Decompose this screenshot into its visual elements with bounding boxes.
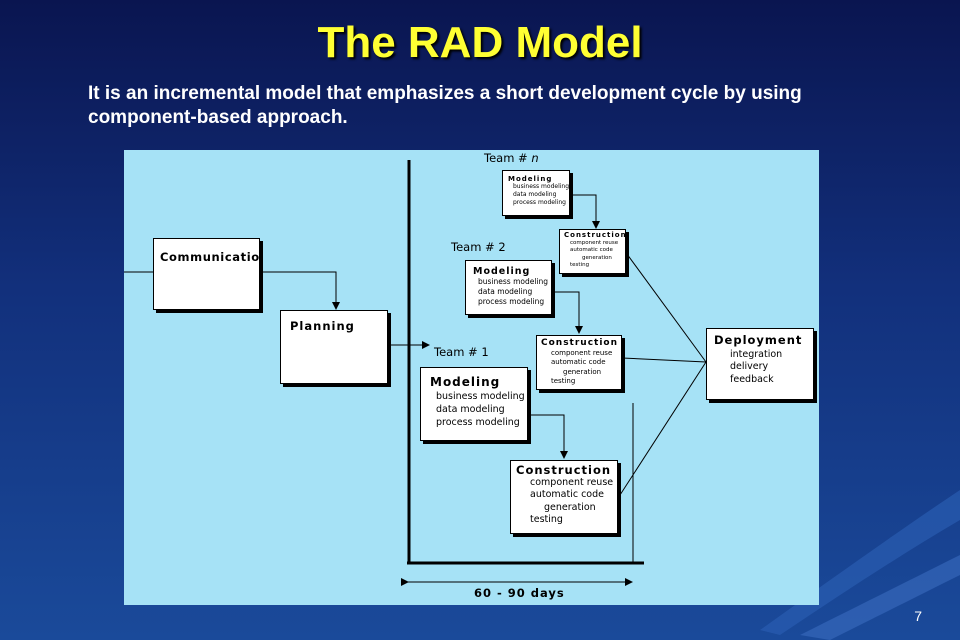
team-1-arrow <box>530 414 568 459</box>
team-n-modeling-item: process modeling <box>513 199 566 206</box>
team-1-modeling-item: data modeling <box>436 404 505 415</box>
team-n-construction-box: Construction component reuse automatic c… <box>559 229 626 274</box>
team-1-construction-item: automatic code <box>530 489 604 500</box>
team-2-modeling-item: data modeling <box>478 287 533 296</box>
team-1-construction-item: generation <box>544 501 596 513</box>
team-n-construction-title: Construction <box>564 231 627 239</box>
team-2-modeling-title: Modeling <box>473 266 531 277</box>
team-n-to-deploy <box>623 249 707 363</box>
team-2-construction-item: testing <box>551 377 576 385</box>
team-n-modeling-box: Modeling business modeling data modeling… <box>502 170 570 216</box>
planning-title: Planning <box>290 319 355 333</box>
team-n-construction-item: component reuse <box>570 239 619 246</box>
team-n-label-prefix: Team # <box>484 151 532 165</box>
team-1-modeling-item: process modeling <box>436 417 520 428</box>
planning-box: Planning <box>280 310 388 384</box>
diagram-connectors <box>124 160 707 586</box>
team-2-construction-title: Construction <box>541 338 619 348</box>
timeline-label: 60 - 90 days <box>474 586 565 600</box>
communication-box: Communication <box>153 238 260 310</box>
team-n-construction-item: automatic code <box>570 247 613 253</box>
team-n-construction-item: testing <box>570 262 590 268</box>
team-2-arrow <box>552 291 583 334</box>
team-1-label: Team # 1 <box>434 345 489 359</box>
deployment-box: Deployment integration delivery feedback <box>706 328 814 400</box>
team-2-modeling-box: Modeling business modeling data modeling… <box>465 260 552 315</box>
team-1-construction-item: component reuse <box>530 476 614 488</box>
comm-to-planning-arrow <box>260 271 340 310</box>
slide-title: The RAD Model <box>317 18 643 67</box>
team-2-construction-item: automatic code <box>551 358 606 366</box>
team-n-arrow <box>570 194 600 229</box>
team-2-modeling-item: process modeling <box>478 297 545 306</box>
team-1-modeling-title: Modeling <box>430 375 501 389</box>
team-2-construction-item: generation <box>563 367 602 376</box>
team-1-construction-box: Construction component reuse automatic c… <box>510 460 618 534</box>
slide-subtitle: It is an incremental model that emphasiz… <box>88 83 802 128</box>
team-1-modeling-item: business modeling <box>436 391 525 402</box>
team-1-construction-title: Construction <box>516 463 612 477</box>
page-number: 7 <box>914 608 922 624</box>
team-n-modeling-item: data modeling <box>513 191 557 198</box>
team-2-construction-item: component reuse <box>551 348 613 357</box>
team-1-modeling-box: Modeling business modeling data modeling… <box>420 367 528 441</box>
communication-title: Communication <box>160 250 260 264</box>
team-1-construction-item: testing <box>530 514 563 525</box>
deployment-item: feedback <box>730 373 774 385</box>
deployment-item: delivery <box>730 361 769 372</box>
team-2-modeling-item: business modeling <box>478 277 549 286</box>
team-2-construction-box: Construction component reuse automatic c… <box>536 335 622 390</box>
team-n-label: Team # n <box>484 151 539 165</box>
team-n-construction-item: generation <box>582 254 612 261</box>
deployment-title: Deployment <box>714 333 803 347</box>
rad-diagram: Communication Planning Team # n Modeling… <box>124 150 819 605</box>
team-2-to-deploy <box>621 357 707 363</box>
deployment-item: integration <box>730 348 783 360</box>
team-n-modeling-title: Modeling <box>508 175 553 183</box>
team-1-to-deploy <box>619 361 707 496</box>
team-2-label: Team # 2 <box>451 240 506 254</box>
team-n-modeling-item: business modeling <box>513 183 570 190</box>
team-n-label-suffix: n <box>531 151 539 165</box>
